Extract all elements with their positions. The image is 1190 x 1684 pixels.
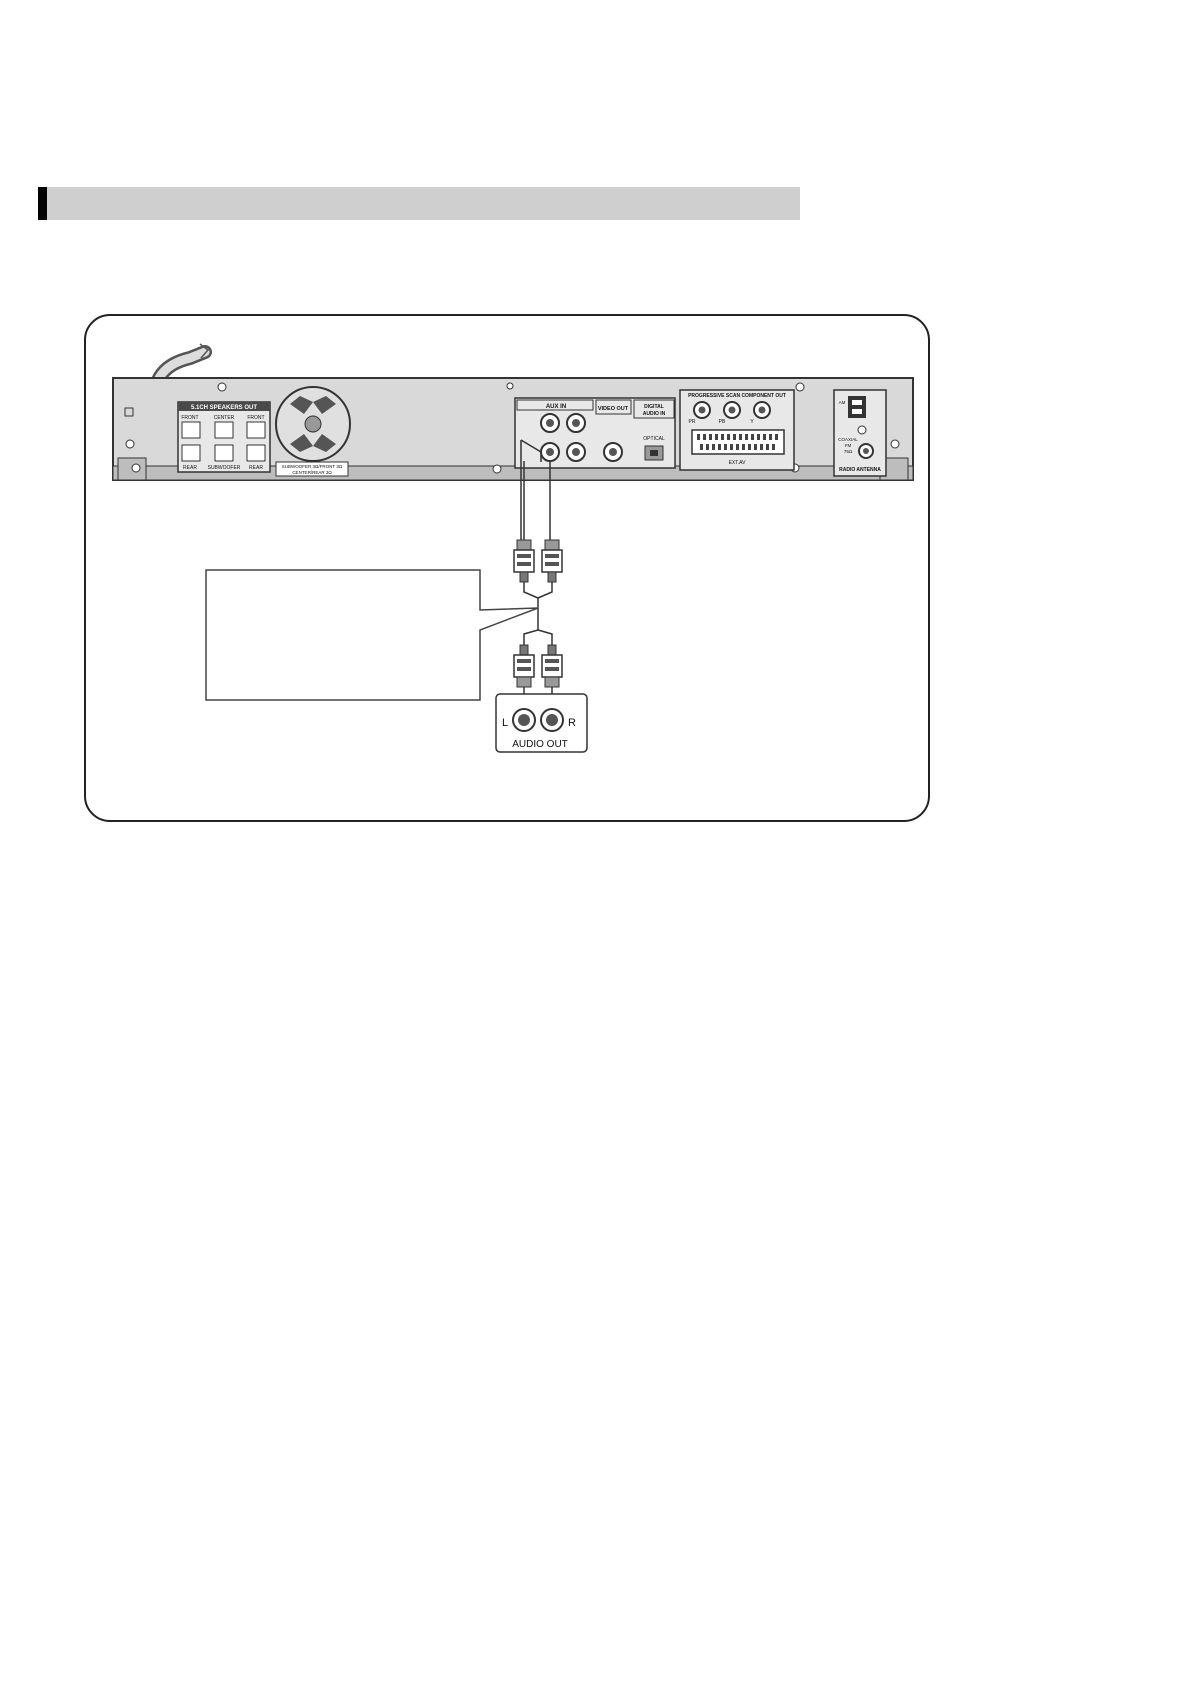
aux-video-section: AUX IN VIDEO OUT DIGITAL AUDIO IN OPTICA… [514,397,676,469]
center-label: CENTER [214,415,235,421]
audio-out-left-label: L [502,717,508,729]
speaker-terminal-fl [181,421,201,439]
am-terminal [848,396,866,418]
rca-plug-upper-left [513,539,535,583]
pr-label: PR [689,419,696,425]
rear-right-label: REAR [249,465,263,471]
source-audio-out-panel: L R AUDIO OUT [495,693,588,753]
audio-out-label: AUDIO OUT [512,739,568,750]
speakers-title: 5.1CH SPEAKERS OUT [191,405,257,411]
ohm-label: 75Ω [844,449,853,454]
front-left-label: FRONT [181,415,198,421]
audio-in-label: AUDIO IN [643,411,666,417]
subwoofer-label: SUBWOOFER [208,465,241,471]
audio-cable-upper [513,439,563,645]
audio-out-right-label: R [568,717,576,729]
diagram-frame [84,314,930,822]
digital-label: DIGITAL [644,404,664,410]
callout [205,569,539,701]
component-label: PROGRESSIVE SCAN COMPONENT OUT [688,393,786,399]
rca-plug-lower-left [513,644,535,688]
video-out-label: VIDEO OUT [598,406,629,412]
speaker-terminal-sw [214,444,234,462]
section-marker [38,187,47,220]
optical-label: OPTICAL [643,436,665,442]
cooling-fan [275,386,351,462]
aux-in-label: AUX IN [546,404,566,410]
svg-text:CENTER/REAR 3Ω: CENTER/REAR 3Ω [292,470,332,475]
am-label: AM [839,400,846,405]
radio-antenna-section: AM COAXIAL FM 75Ω RADIO ANTENNA [833,389,887,477]
coaxial-label: COAXIAL [838,437,858,442]
pb-label: PB [719,419,726,425]
rca-plug-lower-right [541,644,563,688]
rca-plug-upper-right [541,539,563,583]
speaker-terminal-rl [181,444,201,462]
callout-box-outline [205,569,539,701]
rear-left-label: REAR [183,465,197,471]
antenna-label: RADIO ANTENNA [839,467,881,473]
impedance-label: SUBWOOFER 3Ω/FRONT 3Ω CENTER/REAR 3Ω [275,461,349,477]
scart-connector [691,429,785,455]
speakers-out-section: 5.1CH SPEAKERS OUT FRONT CENTER FRONT RE… [177,401,271,473]
speaker-terminal-c [214,421,234,439]
svg-text:SUBWOOFER 3Ω/FRONT 3Ω: SUBWOOFER 3Ω/FRONT 3Ω [282,464,343,469]
speaker-terminal-rr [246,444,266,462]
section-header-bar [38,187,800,220]
fm-label: FM [845,443,852,448]
speaker-terminal-fr [246,421,266,439]
y-label: Y [750,419,754,425]
front-right-label: FRONT [247,415,264,421]
component-out-section: PROGRESSIVE SCAN COMPONENT OUT PR PB Y E… [679,389,795,471]
scart-label: EXT.AV [729,460,747,466]
